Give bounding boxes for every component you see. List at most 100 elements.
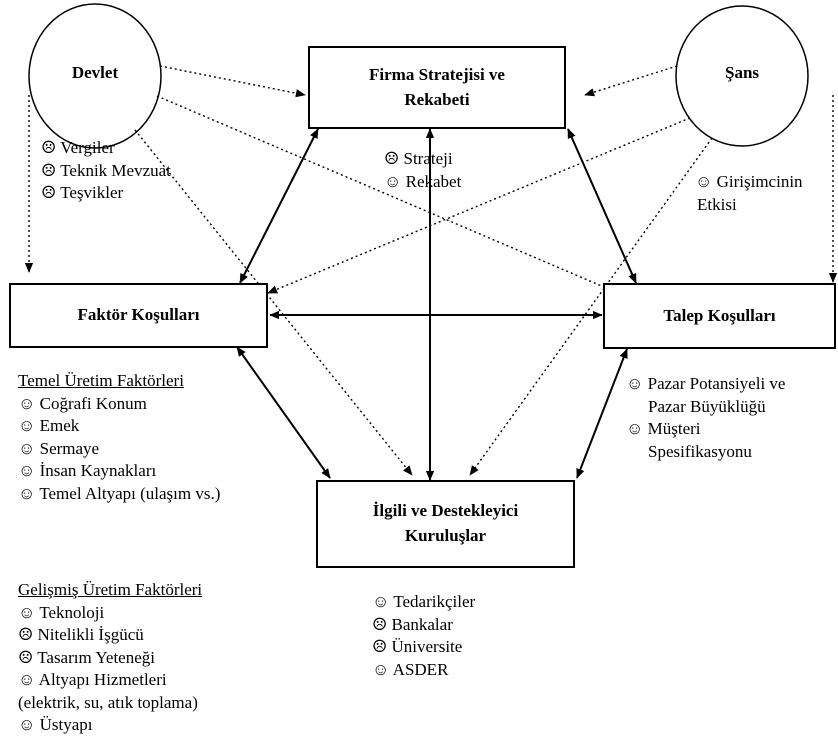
talep-item: ☺ Müşteri bbox=[626, 418, 785, 441]
smile-icon: ☺ bbox=[18, 438, 36, 458]
devlet-item-text: Teşvikler bbox=[60, 183, 124, 202]
gelismis-item-cont: (elektrik, su, atık toplama) bbox=[18, 692, 198, 712]
ilgili-item: ☺ ASDER bbox=[372, 659, 475, 682]
firma-stratejisi-box: Firma Stratejisi ve Rekabeti bbox=[308, 46, 566, 129]
temel-item-text: İnsan Kaynakları bbox=[39, 461, 157, 480]
devlet-items: ☹ Vergiler ☹ Teknik Mevzuat ☹ Teşvikler bbox=[41, 137, 171, 205]
sans-item: ☺ Girişimcinin bbox=[695, 171, 803, 194]
gelismis-item: ☹ Tasarım Yeteneği bbox=[18, 647, 202, 670]
temel-item: ☺ Temel Altyapı (ulaşım vs.) bbox=[18, 483, 220, 506]
temel-item: ☺ Sermaye bbox=[18, 438, 220, 461]
smile-icon: ☺ bbox=[384, 171, 402, 191]
smile-icon: ☺ bbox=[18, 416, 36, 435]
gelismis-item: ☹ Nitelikli İşgücü bbox=[18, 624, 202, 647]
firma-line-1: Firma Stratejisi ve bbox=[369, 64, 505, 84]
frown-icon: ☹ bbox=[41, 183, 57, 202]
temel-heading: Temel Üretim Faktörleri bbox=[18, 371, 184, 390]
devlet-item: ☹ Vergiler bbox=[41, 137, 171, 160]
frown-icon: ☹ bbox=[18, 647, 34, 667]
frown-icon: ☹ bbox=[372, 614, 388, 634]
sans-items: ☺ Girişimcinin Etkisi bbox=[695, 171, 803, 216]
arrow-sans-faktor bbox=[267, 117, 691, 294]
arrow-talep-ilgili bbox=[576, 348, 628, 479]
firma-item-text: Strateji bbox=[403, 149, 453, 168]
talep-kosullari-box: Talep Koşulları bbox=[603, 283, 836, 349]
ilgili-item-text: Üniversite bbox=[391, 637, 463, 656]
ilgili-item: ☹ Üniversite bbox=[372, 636, 475, 659]
arrow-firma-faktor bbox=[239, 128, 319, 284]
firma-item-text: Rekabet bbox=[405, 171, 462, 191]
firma-items: ☹ Strateji ☺ Rekabet bbox=[384, 148, 461, 193]
temel-item: ☺ Coğrafi Konum bbox=[18, 393, 220, 416]
devlet-circle bbox=[28, 3, 162, 149]
gelismis-faktorler: Gelişmiş Üretim Faktörleri ☺ Teknoloji ☹… bbox=[18, 579, 202, 737]
talep-item-cont: Pazar Büyüklüğü bbox=[648, 396, 766, 416]
ilgili-line-2: Kuruluşlar bbox=[404, 526, 487, 545]
smile-icon: ☺ bbox=[18, 393, 36, 413]
gelismis-item-text: Nitelikli İşgücü bbox=[37, 625, 144, 644]
frown-icon: ☹ bbox=[41, 138, 57, 157]
talep-item-text: Müşteri bbox=[647, 419, 701, 438]
devlet-item: ☹ Teşvikler bbox=[41, 182, 171, 205]
firma-item: ☺ Rekabet bbox=[384, 171, 461, 194]
ilgili-item: ☺ Tedarikçiler bbox=[372, 591, 475, 614]
smile-icon: ☺ bbox=[695, 172, 713, 191]
ilgili-item-text: ASDER bbox=[392, 659, 449, 679]
temel-item-text: Temel Altyapı (ulaşım vs.) bbox=[39, 483, 221, 503]
talep-item: ☺ Pazar Potansiyeli ve bbox=[626, 373, 785, 396]
smile-icon: ☺ bbox=[18, 715, 36, 734]
devlet-item-text: Teknik Mevzuat bbox=[60, 160, 171, 180]
firma-item: ☹ Strateji bbox=[384, 148, 461, 171]
faktor-label: Faktör Koşulları bbox=[77, 305, 200, 325]
arrow-sans-ilgili bbox=[469, 137, 713, 476]
sans-label: Şans bbox=[724, 63, 760, 82]
gelismis-heading: Gelişmiş Üretim Faktörleri bbox=[18, 580, 203, 599]
devlet-item-text: Vergiler bbox=[60, 138, 115, 157]
talep-items: ☺ Pazar Potansiyeli ve Pazar Büyüklüğü ☺… bbox=[626, 373, 785, 463]
devlet-label: Devlet bbox=[71, 63, 119, 82]
frown-icon: ☹ bbox=[41, 160, 57, 180]
ilgili-kuruluslar-box: İlgili ve Destekleyici Kuruluşlar bbox=[316, 480, 575, 568]
arrow-sans-firma bbox=[584, 65, 678, 97]
smile-icon: ☺ bbox=[372, 592, 390, 611]
arrow-devlet-ilgili bbox=[134, 129, 413, 476]
ilgili-item-text: Bankalar bbox=[391, 614, 453, 634]
talep-label: Talep Koşulları bbox=[663, 305, 776, 325]
smile-icon: ☺ bbox=[626, 419, 644, 438]
talep-item-text: Pazar Potansiyeli ve bbox=[647, 374, 786, 393]
temel-item: ☺ Emek bbox=[18, 415, 220, 438]
temel-item: ☺ İnsan Kaynakları bbox=[18, 460, 220, 483]
smile-icon: ☺ bbox=[18, 602, 36, 622]
ilgili-item-text: Tedarikçiler bbox=[393, 592, 476, 611]
arrow-devlet-talep bbox=[156, 95, 619, 294]
sans-item-cont: Etkisi bbox=[697, 194, 737, 214]
arrow-faktor-ilgili bbox=[236, 346, 331, 479]
gelismis-item: ☺ Üstyapı bbox=[18, 714, 202, 737]
temel-item-text: Coğrafi Konum bbox=[39, 393, 147, 413]
frown-icon: ☹ bbox=[384, 149, 400, 168]
gelismis-item-text: Tasarım Yeteneği bbox=[37, 647, 155, 667]
temel-item-text: Sermaye bbox=[39, 438, 100, 458]
sans-item-text: Girişimcinin bbox=[716, 172, 803, 191]
smile-icon: ☺ bbox=[18, 461, 36, 480]
sans-circle bbox=[675, 5, 809, 147]
smile-icon: ☺ bbox=[18, 670, 36, 689]
gelismis-item: ☺ Teknoloji bbox=[18, 602, 202, 625]
ilgili-item: ☹ Bankalar bbox=[372, 614, 475, 637]
gelismis-item: ☺ Altyapı Hizmetleri bbox=[18, 669, 202, 692]
firma-line-2: Rekabeti bbox=[404, 89, 470, 109]
gelismis-item-text: Altyapı Hizmetleri bbox=[38, 670, 167, 689]
frown-icon: ☹ bbox=[18, 625, 34, 644]
gelismis-item-text: Teknoloji bbox=[39, 602, 105, 622]
ilgili-items: ☺ Tedarikçiler ☹ Bankalar ☹ Üniversite ☺… bbox=[372, 591, 475, 681]
smile-icon: ☺ bbox=[18, 483, 36, 503]
arrow-firma-talep bbox=[567, 128, 637, 284]
frown-icon: ☹ bbox=[372, 637, 388, 656]
faktor-kosullari-box: Faktör Koşulları bbox=[9, 283, 268, 348]
devlet-item: ☹ Teknik Mevzuat bbox=[41, 160, 171, 183]
temel-item-text: Emek bbox=[39, 416, 80, 435]
gelismis-item-text: Üstyapı bbox=[39, 715, 93, 734]
temel-faktorler: Temel Üretim Faktörleri ☺ Coğrafi Konum … bbox=[18, 370, 220, 505]
talep-item-cont: Spesifikasyonu bbox=[648, 441, 752, 461]
smile-icon: ☺ bbox=[626, 374, 644, 393]
